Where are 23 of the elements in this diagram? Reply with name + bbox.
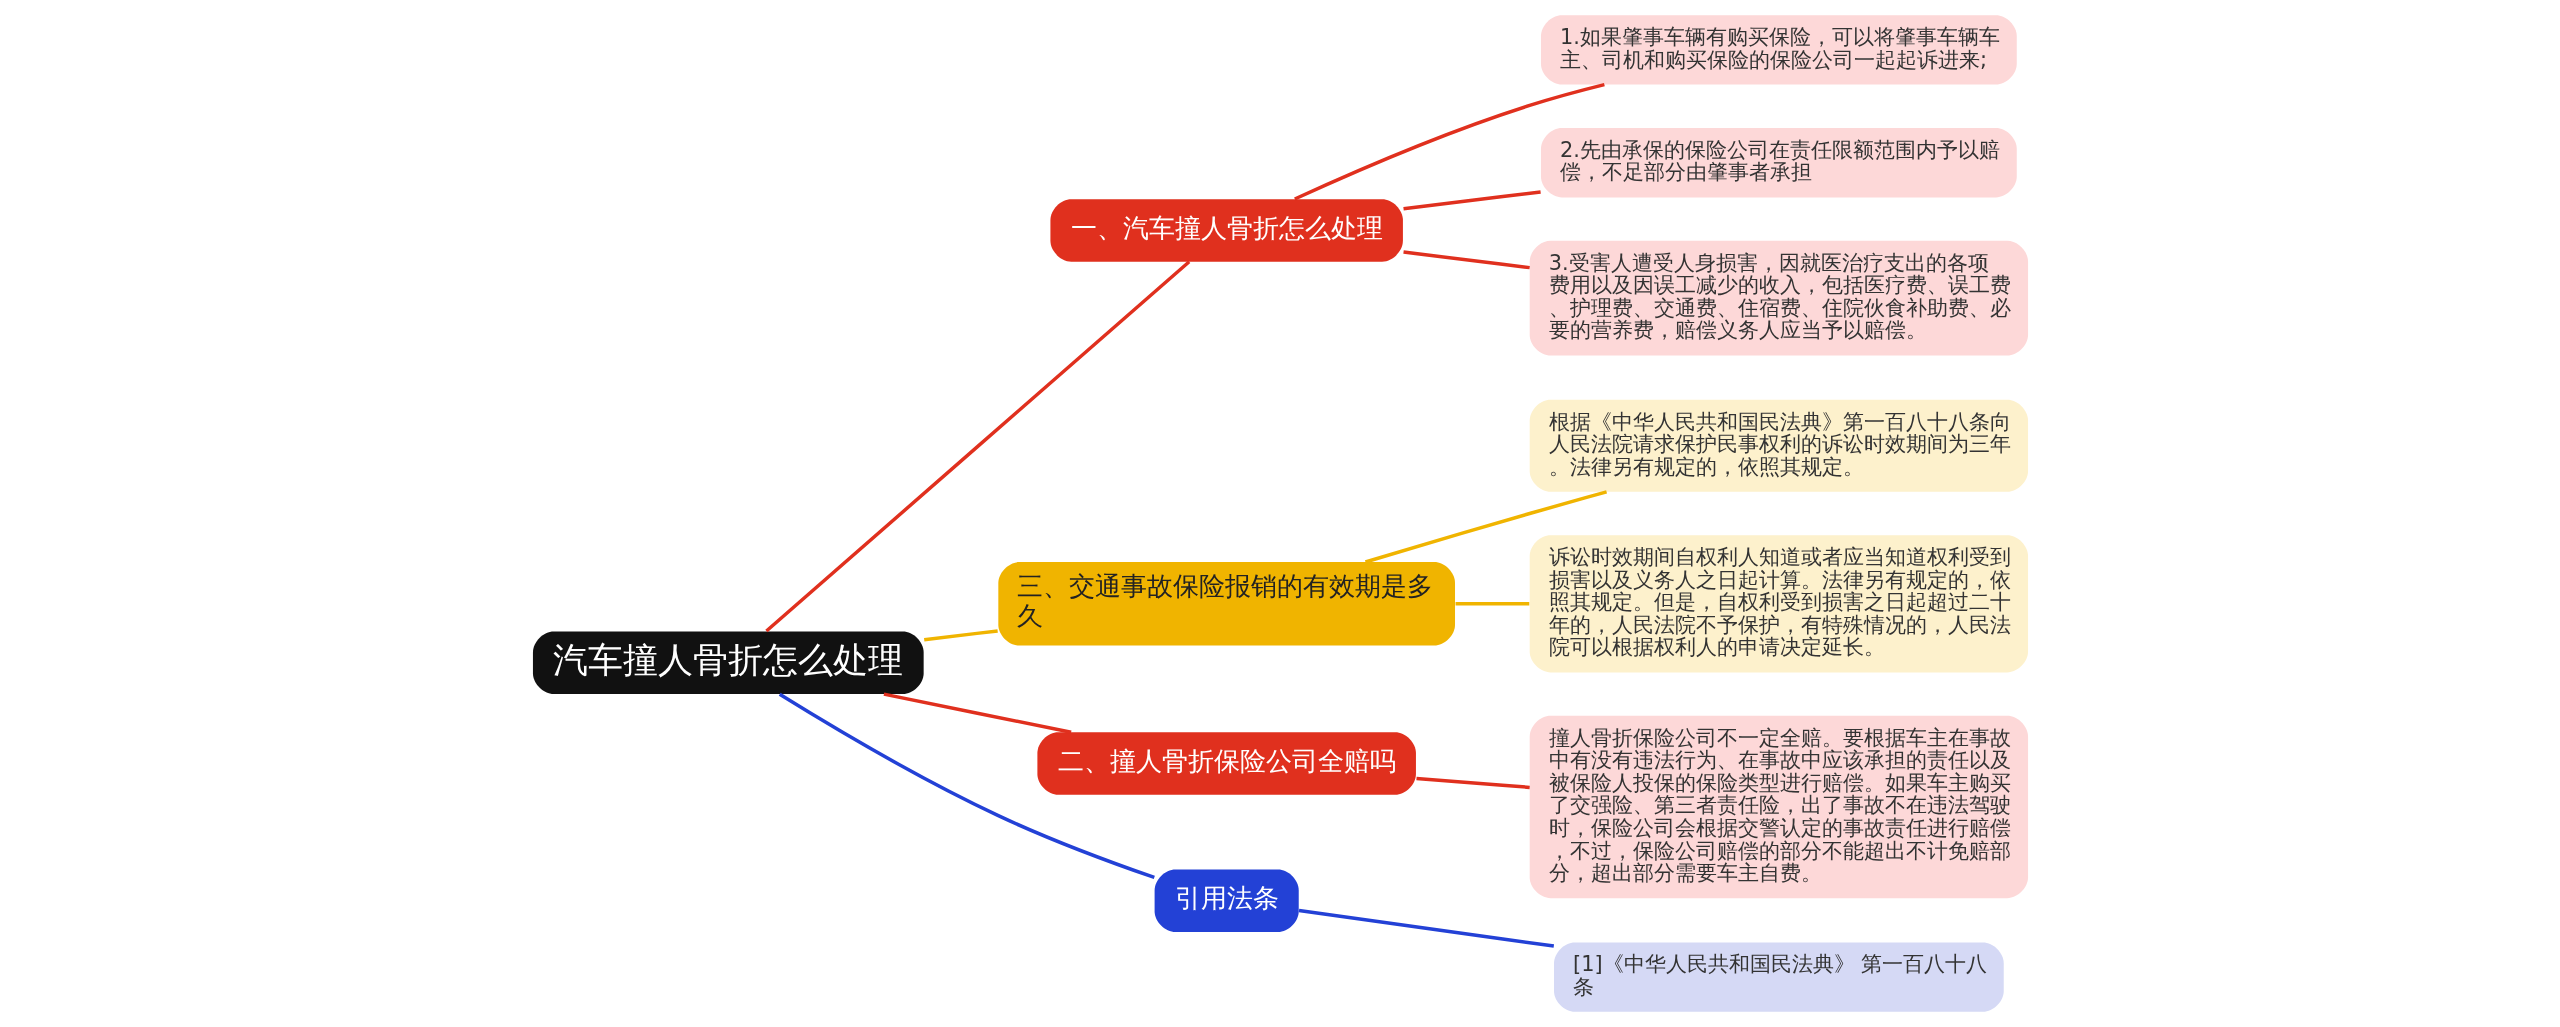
node-box: 三、交通事故保险报销的有效期是多久 — [997, 562, 1455, 646]
node-box: 二、撞人骨折保险公司全赔吗 — [1036, 732, 1416, 795]
node-box: 1.如果肇事车辆有购买保险，可以将肇事车辆车主、司机和购买保险的保险公司一起起诉进来; — [1540, 15, 2017, 85]
node-box: 汽车撞人骨折怎么处理 — [532, 631, 924, 695]
connector — [923, 629, 998, 642]
connector — [1298, 908, 1554, 948]
connector — [1402, 250, 1530, 270]
node-box: [1]《中华人民共和国民法典》 第一百八十八条 — [1553, 942, 2004, 1012]
node-box: 一、汽车撞人骨折怎么处理 — [1049, 199, 1403, 262]
node-box: 根据《中华人民共和国民法典》第一百八十八条向人民法院请求保护民事权利的诉讼时效期间为三年。法律另有规定的，依照其规定。 — [1529, 399, 2028, 492]
connector — [1293, 82, 1605, 201]
node-box: 诉讼时效期间自权利人知道或者应当知道权利受到损害以及义务人之日起计算。法律另有规定的，依照其规定。但是，自权利受到损害之日起超过二十年的，人民法院不予保护，有特殊情况的，人民法院可以根据权利人的申请决定延长。 — [1529, 535, 2028, 673]
connector — [1402, 190, 1541, 211]
node-box: 撞人骨折保险公司不一定全赔。要根据车主在事故中有没有违法行为、在事故中应该承担的责任以及被保险人投保的保险类型进行赔偿。如果车主购买了交强险、第三者责任险，出了事故不在违法驾驶时，保险公司会根据交警认定的事故责任进行赔偿，不过，保险公司赔偿的部分不能超出不计免赔部分，超出部分需要车主自费。 — [1529, 715, 2028, 899]
connector — [764, 260, 1190, 633]
node-box: 引用法条 — [1154, 869, 1299, 932]
node-box: 2.先由承保的保险公司在责任限额范围内予以赔偿，不足部分由肇事者承担 — [1540, 128, 2017, 198]
connector — [1364, 490, 1607, 564]
connector — [778, 692, 1155, 880]
connector — [1455, 602, 1529, 606]
connector — [1415, 776, 1530, 790]
node-box: 3.受害人遭受人身损害，因就医治疗支出的各项费用以及因误工减少的收入，包括医疗费、误工费、护理费、交通费、住宿费、住院伙食补助费、必要的营养费，赔偿义务人应当予以赔偿。 — [1529, 240, 2028, 356]
connector — [883, 692, 1071, 734]
